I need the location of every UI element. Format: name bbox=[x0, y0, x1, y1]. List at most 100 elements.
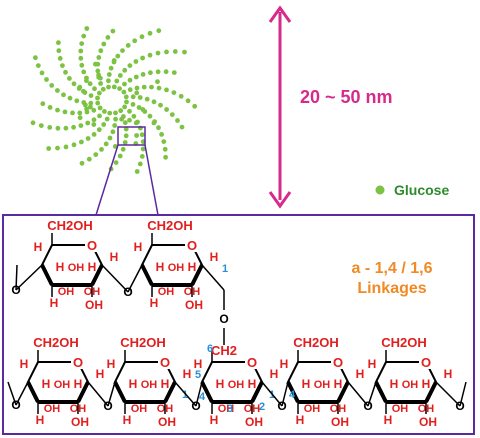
glucose-dot bbox=[155, 50, 161, 56]
glucose-dot bbox=[96, 55, 102, 60]
glycosidic-bond bbox=[87, 381, 109, 407]
glucose-dot bbox=[159, 132, 165, 137]
glucose-dot bbox=[97, 90, 102, 96]
glucose-dot bbox=[118, 108, 124, 114]
ring-front-edge bbox=[113, 381, 127, 403]
ring-oxygen: O bbox=[160, 355, 170, 370]
ring-oxygen: O bbox=[187, 238, 197, 253]
glucose-dot bbox=[55, 88, 60, 93]
oh-label: OH bbox=[245, 415, 263, 429]
glucose-dot bbox=[163, 69, 169, 75]
glucose-dot bbox=[130, 102, 136, 107]
glucose-dot bbox=[108, 65, 114, 71]
glucose-dot bbox=[117, 73, 123, 78]
glucose-dot bbox=[163, 154, 169, 160]
h-label: H bbox=[110, 250, 119, 264]
glucose-dot bbox=[102, 109, 107, 114]
oh-label: OH bbox=[402, 379, 419, 391]
ring-front-edge bbox=[424, 381, 438, 403]
glucose-dot bbox=[151, 120, 157, 126]
glucose-dot bbox=[164, 87, 169, 93]
glycosidic-oxygen: O bbox=[219, 312, 228, 326]
glucose-dot bbox=[91, 117, 97, 123]
glucose-dot bbox=[175, 118, 180, 123]
h-label: H bbox=[248, 377, 257, 391]
glucose-dot bbox=[95, 95, 100, 101]
carbon-number-2: 2 bbox=[259, 401, 265, 413]
glucose-dot bbox=[96, 72, 101, 78]
glucose-dot bbox=[139, 132, 145, 138]
h-label: H bbox=[34, 240, 43, 254]
glucose-dot bbox=[78, 55, 84, 61]
glucose-dot bbox=[106, 84, 111, 90]
glucose-dot bbox=[144, 96, 150, 102]
glucose-dot bbox=[137, 95, 143, 100]
glucose-dot bbox=[85, 136, 91, 141]
glucose-dot bbox=[79, 139, 84, 145]
glucose-dot bbox=[86, 156, 92, 162]
glucose-dot bbox=[74, 98, 80, 104]
glucose-dot bbox=[40, 101, 46, 107]
glucose-dot bbox=[131, 113, 137, 119]
glucose-dot bbox=[140, 55, 146, 61]
ring-oxygen-bg bbox=[419, 355, 433, 369]
glucose-dot bbox=[98, 81, 103, 86]
glucose-dot bbox=[67, 95, 73, 101]
glycosidic-bond bbox=[7, 381, 17, 406]
branch-bond bbox=[201, 264, 225, 291]
glucose-dot bbox=[169, 112, 175, 117]
glucose-dot bbox=[113, 116, 118, 122]
glucose-dot bbox=[127, 117, 132, 123]
h-label: H bbox=[390, 377, 399, 391]
glucose-chain-structures: OCH2OHHHHOHHOHOHHOHOCH2OHHHHOHHOHOHHOHOO… bbox=[7, 218, 467, 429]
glycosidic-bond bbox=[15, 381, 29, 406]
ch2oh-label: CH2OH bbox=[293, 335, 339, 350]
glycosidic-oxygen: O bbox=[455, 399, 464, 413]
glucose-dot bbox=[33, 55, 38, 61]
h-label: H bbox=[210, 250, 219, 264]
glucose-dot bbox=[99, 147, 104, 152]
glucose-dot bbox=[117, 153, 123, 159]
glucose-dot bbox=[71, 81, 77, 87]
oh-label: OH bbox=[54, 379, 71, 391]
glucose-dot bbox=[171, 70, 177, 75]
glucose-dot bbox=[140, 146, 146, 152]
linkage-label-line1: a - 1,4 / 1,6 bbox=[352, 260, 433, 277]
glucose-dot bbox=[38, 123, 44, 128]
carbon-number-1: 1 bbox=[182, 389, 188, 401]
h-label: H bbox=[156, 260, 165, 274]
oh-label: OH bbox=[158, 415, 176, 429]
glucose-dot bbox=[133, 59, 139, 64]
ring-front-edge bbox=[190, 264, 204, 286]
oh-label: OH bbox=[71, 415, 89, 429]
glucose-dot bbox=[124, 99, 129, 105]
glucose-dot bbox=[81, 33, 87, 39]
glycosidic-bond bbox=[101, 264, 129, 293]
ch2oh-label: CH2OH bbox=[47, 218, 93, 233]
glucose-dot bbox=[78, 48, 84, 54]
size-arrow bbox=[268, 5, 292, 209]
glucose-dot bbox=[107, 135, 113, 141]
glycosidic-oxygen: O bbox=[11, 398, 20, 412]
oh-label: OH bbox=[131, 403, 148, 415]
glucose-unit: OCH2OHHHHOHHOHOHHOH bbox=[34, 218, 119, 312]
glucose-dot bbox=[56, 48, 62, 54]
glucose-dot bbox=[130, 94, 136, 100]
glucose-dot bbox=[139, 154, 145, 159]
glucose-dot bbox=[55, 125, 61, 131]
glucose-dot bbox=[91, 107, 97, 113]
oh-label: OH bbox=[185, 298, 203, 312]
h-label: H bbox=[422, 377, 431, 391]
glucose-dot bbox=[81, 69, 87, 75]
oh-label: OH bbox=[314, 379, 331, 391]
glucose-dot bbox=[139, 34, 145, 40]
glucose-dot bbox=[106, 72, 112, 77]
glucose-dot bbox=[147, 113, 153, 119]
ring-front-edge bbox=[140, 264, 154, 286]
h-label: H bbox=[123, 413, 132, 427]
oh-label: OH bbox=[419, 415, 437, 429]
glucose-dot bbox=[55, 145, 60, 151]
ring-oxygen: O bbox=[247, 355, 257, 370]
glucose-dot bbox=[114, 78, 120, 84]
